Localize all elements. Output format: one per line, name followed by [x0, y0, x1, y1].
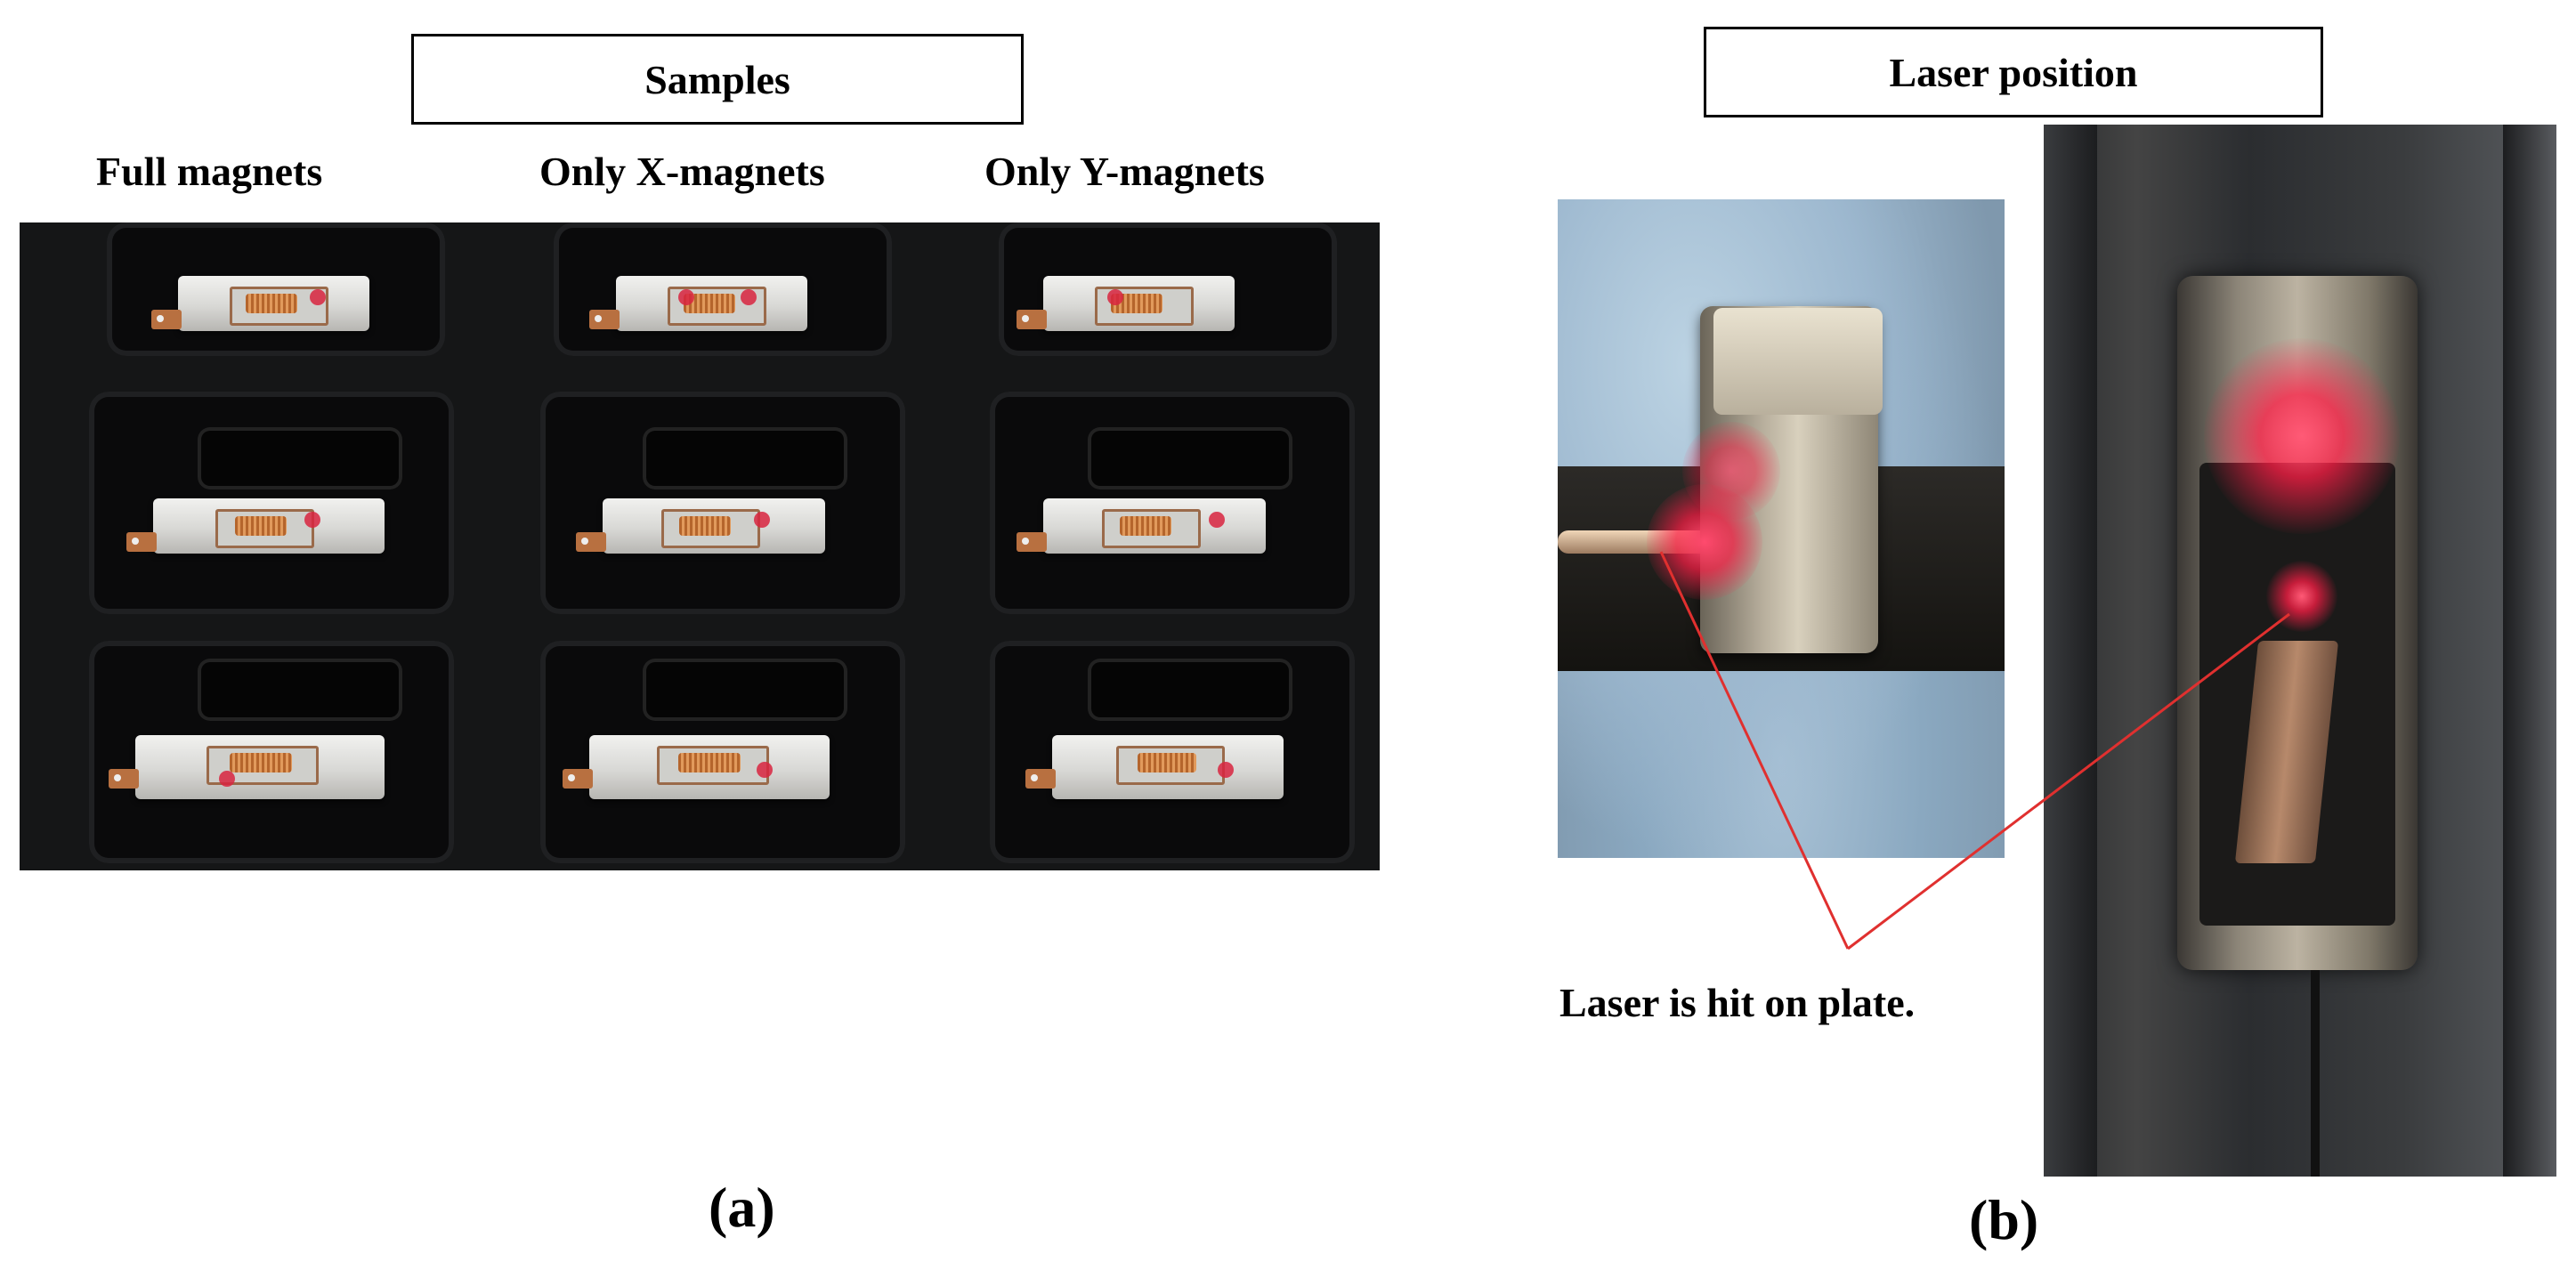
tray-slot: [643, 659, 847, 721]
sample-y-magnets-1: [1017, 276, 1235, 331]
laser-glow: [2204, 338, 2400, 534]
samples-title-text: Samples: [644, 56, 790, 102]
laser-side-view-photo: [1558, 199, 2005, 858]
samples-title: Samples: [411, 34, 1024, 125]
samples-tray-photo: [20, 222, 1380, 870]
sample-x-magnets-3: [563, 735, 830, 799]
sample-full-magnets-1: [151, 276, 369, 331]
tray-slot: [1088, 659, 1292, 721]
sample-y-magnets-3: [1025, 735, 1284, 799]
sample-y-magnets-2: [1017, 498, 1266, 554]
tray-slot: [643, 427, 847, 489]
tray-slot: [1088, 427, 1292, 489]
sample-x-magnets-1: [589, 276, 807, 331]
sample-full-magnets-3: [109, 735, 385, 799]
column-label-x-magnets: Only X-magnets: [539, 149, 825, 194]
sample-x-magnets-2: [576, 498, 825, 554]
laser-annotation: Laser is hit on plate.: [1559, 980, 1916, 1025]
sample-full-magnets-2: [126, 498, 385, 554]
laser-glow: [1682, 422, 1780, 520]
laser-position-title-text: Laser position: [1889, 49, 2138, 95]
laser-front-view-photo: [2044, 125, 2556, 1177]
tray-slot: [198, 659, 402, 721]
column-label-full-magnets: Full magnets: [96, 149, 323, 194]
laser-position-title: Laser position: [1704, 27, 2323, 117]
laser-spot: [2266, 561, 2337, 632]
panel-a-caption: (a): [709, 1176, 775, 1239]
column-label-y-magnets: Only Y-magnets: [984, 149, 1265, 194]
panel-b-caption: (b): [1969, 1188, 2039, 1251]
tray-slot: [198, 427, 402, 489]
